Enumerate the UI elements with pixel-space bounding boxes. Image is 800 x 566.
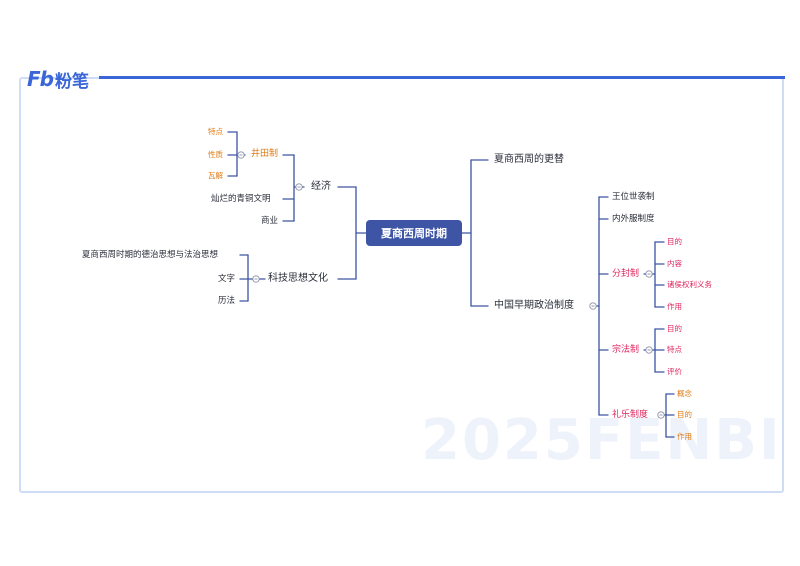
node-fenfeng-item[interactable]: 诸侯权利义务: [667, 280, 712, 289]
brand-mark: Fb: [27, 67, 54, 91]
node-jingtian-item[interactable]: 瓦解: [208, 171, 223, 180]
header-rule: [99, 76, 785, 79]
node-politics[interactable]: 中国早期政治制度: [494, 300, 574, 311]
node-fenfeng-item[interactable]: 内容: [667, 259, 682, 268]
node-fenfeng-item[interactable]: 作用: [667, 302, 682, 311]
node-writing[interactable]: 文字: [218, 274, 236, 284]
node-liyue[interactable]: 礼乐制度: [612, 410, 649, 420]
node-commerce[interactable]: 商业: [261, 216, 279, 226]
node-liyue-item[interactable]: 目的: [677, 410, 692, 419]
node-thought[interactable]: 夏商西周时期的德治思想与法治思想: [82, 250, 219, 260]
node-zongfa-item[interactable]: 特点: [667, 345, 682, 354]
brand-logo: Fb 粉笔: [27, 66, 89, 92]
node-zongfa[interactable]: 宗法制: [612, 345, 640, 355]
node-jingtian[interactable]: 井田制: [251, 149, 279, 159]
node-zongfa-item[interactable]: 目的: [667, 324, 682, 333]
node-zongfa-item[interactable]: 评价: [667, 367, 682, 376]
node-bronze[interactable]: 灿烂的青铜文明: [211, 194, 271, 204]
node-jingtian-item[interactable]: 特点: [208, 127, 223, 136]
node-culture[interactable]: 科技思想文化: [268, 273, 328, 284]
node-hereditary[interactable]: 王位世袭制: [612, 192, 655, 202]
node-liyue-item[interactable]: 作用: [677, 432, 692, 441]
root-node[interactable]: 夏商西周时期: [366, 220, 462, 246]
watermark: 2025FENBI: [421, 408, 782, 473]
node-jingtian-item[interactable]: 性质: [208, 150, 223, 159]
node-succession[interactable]: 夏商西周的更替: [494, 154, 564, 165]
node-fenfeng[interactable]: 分封制: [612, 269, 640, 279]
node-fenfeng-item[interactable]: 目的: [667, 237, 682, 246]
brand-name: 粉笔: [54, 71, 89, 92]
node-economy[interactable]: 经济: [311, 181, 331, 192]
node-neiwaifu[interactable]: 内外服制度: [612, 214, 655, 224]
node-liyue-item[interactable]: 概念: [677, 389, 692, 398]
node-calendar[interactable]: 历法: [218, 296, 236, 306]
